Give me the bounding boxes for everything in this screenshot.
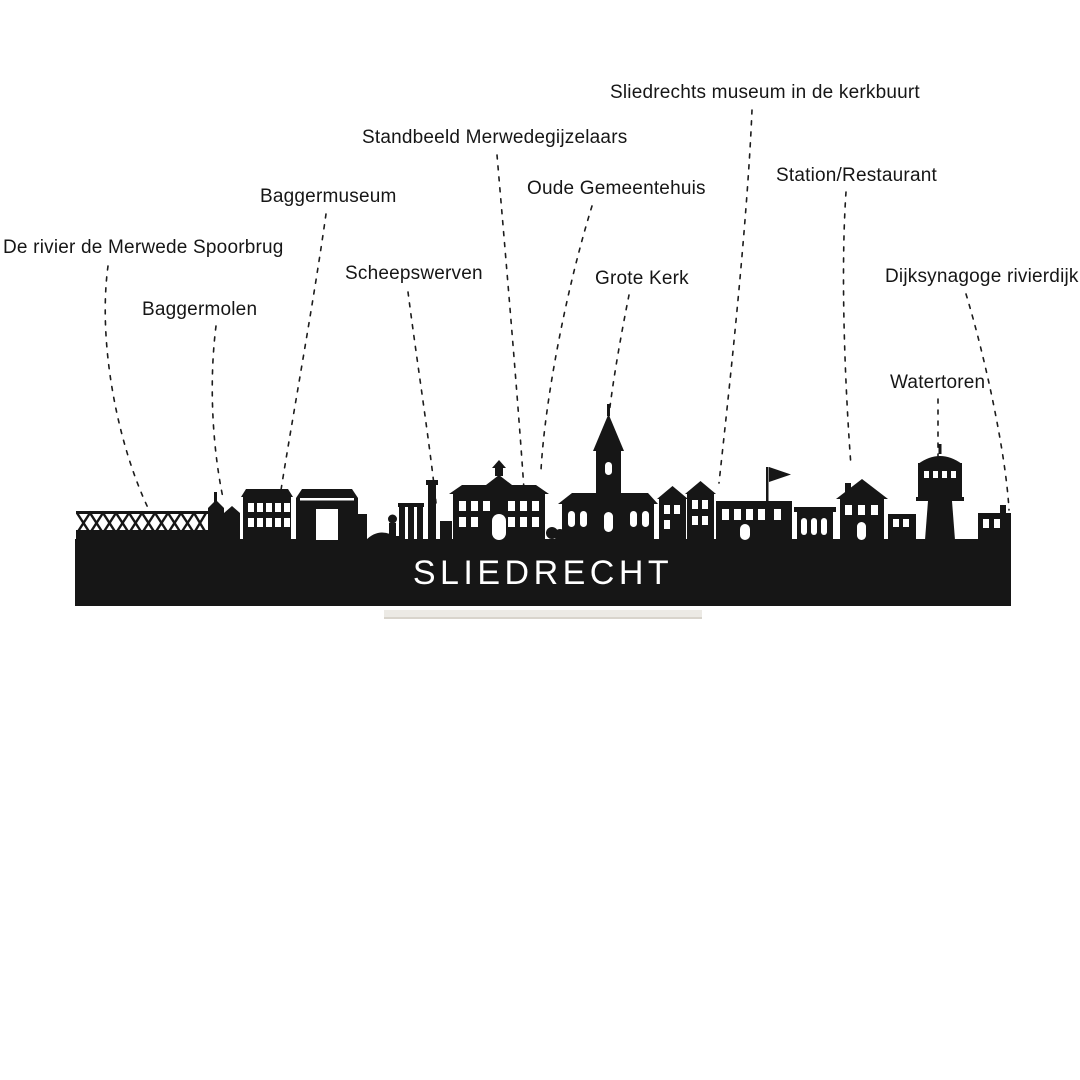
pillars-silhouette: [398, 503, 424, 540]
label-baggermuseum: Baggermuseum: [260, 186, 397, 207]
skyline-base-band: [75, 539, 1011, 606]
label-grote-kerk: Grote Kerk: [595, 268, 689, 289]
leader-line-baggermuseum: [280, 213, 327, 491]
label-watertoren: Watertoren: [890, 372, 986, 393]
label-standbeeld-merwedegijzelaars: Standbeeld Merwedegijzelaars: [362, 127, 628, 148]
baggermuseum-silhouette: [241, 489, 293, 540]
leader-line-dijksynagoge: [965, 293, 1010, 511]
flag-building-silhouette: [716, 467, 792, 540]
leader-line-scheepswerven: [407, 291, 437, 504]
low-building-silhouette: [888, 514, 916, 540]
leader-line-baggermolen: [211, 325, 224, 499]
skyline-title: SLIEDRECHT: [413, 554, 673, 592]
label-sliedrechts-museum-in-de-kerkbuurt: Sliedrechts museum in de kerkbuurt: [610, 82, 920, 103]
label-baggermolen: Baggermolen: [142, 299, 258, 320]
dijkhuis-silhouette: [836, 479, 888, 540]
leader-line-station: [842, 191, 852, 467]
watertoren-silhouette: [916, 444, 964, 540]
label-station-restaurant: Station/Restaurant: [776, 165, 937, 186]
oude-gemeentehuis-silhouette: [449, 460, 549, 540]
leader-line-sliedrechts-museum: [718, 109, 753, 484]
leader-line-oude-gemeentehuis: [540, 205, 593, 471]
display-stand: [384, 610, 702, 619]
grote-kerk-silhouette: [558, 404, 658, 540]
leader-line-grote-kerk: [607, 294, 630, 425]
leader-line-standbeeld: [496, 154, 525, 491]
label-oude-gemeentehuis: Oude Gemeentehuis: [527, 178, 706, 199]
leader-line-spoorbrug: [104, 265, 149, 509]
kerkbuurt-houses-silhouette: [657, 481, 716, 540]
label-dijksynagoge-rivierdijk: Dijksynagoge rivierdijk: [885, 266, 1079, 287]
skyline-silhouette: SLIEDRECHT: [75, 404, 1011, 606]
baggermolen-silhouette: [208, 492, 240, 540]
label-scheepswerven: Scheepswerven: [345, 263, 483, 284]
dijksynagoge-silhouette: [978, 505, 1011, 540]
station-silhouette: [794, 507, 836, 540]
spoorbrug-silhouette: [75, 510, 208, 540]
statue-silhouette: [385, 514, 399, 540]
chimney-silhouette: [426, 480, 452, 540]
label-de-rivier-de-merwede-spoorbrug: De rivier de Merwede Spoorbrug: [3, 237, 284, 258]
scheepswerven-silhouette: [296, 489, 392, 540]
